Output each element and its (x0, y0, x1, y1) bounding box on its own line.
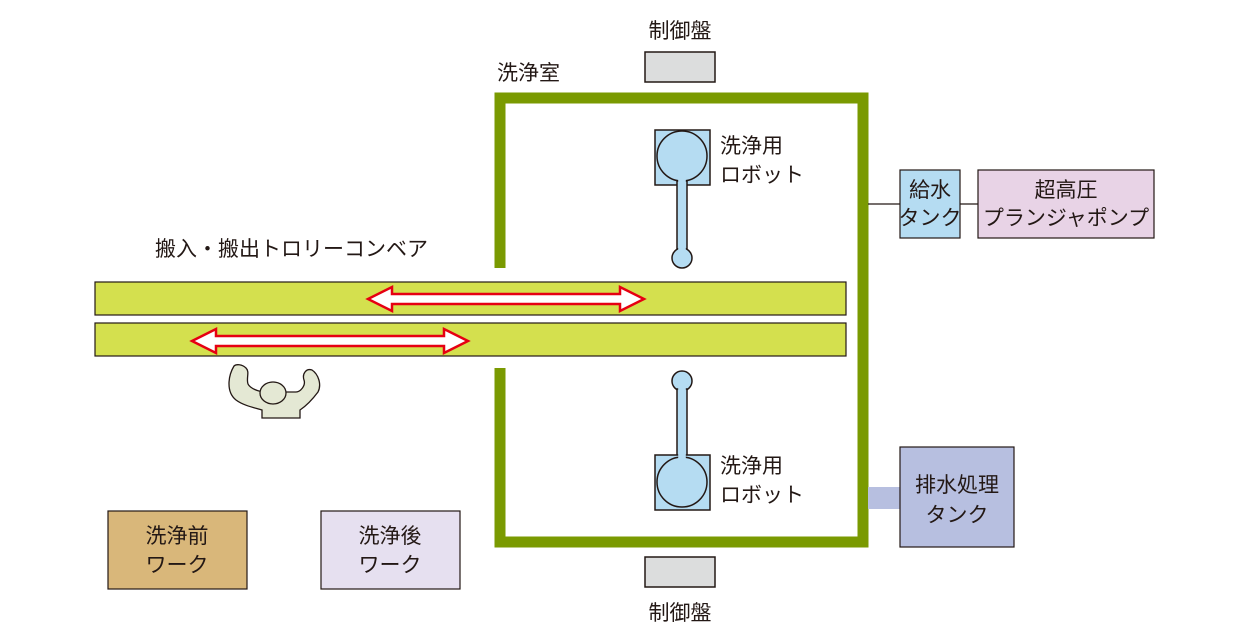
pre-wash-work-label: 洗浄前 (146, 524, 209, 548)
post-wash-work-label: 洗浄後 (359, 524, 422, 548)
wash-room-walls (494, 92, 869, 548)
water-tank-label: 給水 (909, 178, 951, 202)
control-panel-top-label: 制御盤 (649, 19, 712, 43)
robot-bottom-label: ロボット (720, 483, 804, 507)
robot-top-label: ロボット (720, 163, 804, 187)
plunger-pump-label: プランジャポンプ (983, 206, 1149, 230)
robot-top-label: 洗浄用 (720, 134, 783, 158)
post-wash-work-label: ワーク (359, 553, 422, 577)
robot-bottom-label: 洗浄用 (720, 454, 783, 478)
conveyor-label: 搬入・搬出トロリーコンベア (155, 237, 428, 261)
plunger-pump-label: 超高圧 (1035, 178, 1098, 202)
drain-tank-label: タンク (926, 503, 989, 527)
water-tank (899, 169, 961, 239)
water-tank-label: タンク (899, 206, 962, 230)
robot-top (654, 129, 711, 269)
pre-wash-work (107, 510, 248, 590)
control-panel-bottom-label: 制御盤 (649, 601, 712, 625)
double-arrow-icon (365, 284, 647, 314)
drain-tank-label: 排水処理 (915, 473, 999, 497)
control-panel-top (644, 51, 716, 83)
drain-pipe (868, 487, 900, 509)
drain-tank (899, 446, 1015, 548)
robot-bottom (654, 370, 711, 511)
post-wash-work (320, 510, 461, 590)
control-panel-bottom (644, 556, 716, 588)
wash-room-label: 洗浄室 (497, 61, 560, 85)
double-arrow-icon (189, 326, 471, 356)
operator-icon (228, 364, 321, 419)
pre-wash-work-label: ワーク (146, 553, 209, 577)
plunger-pump (977, 169, 1155, 239)
